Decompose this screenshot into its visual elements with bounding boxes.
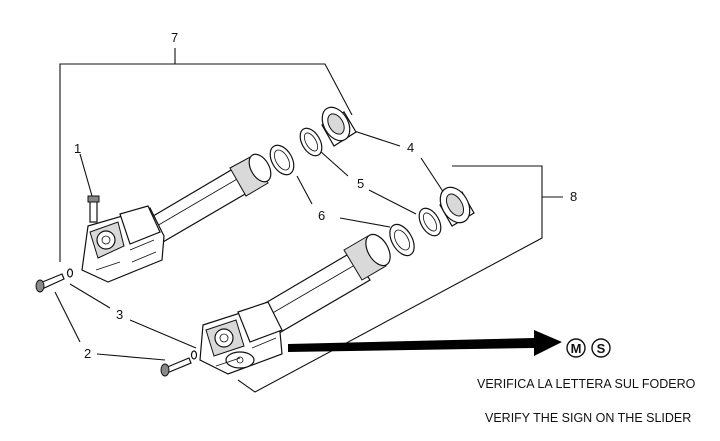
s-badge-label: S [597,341,606,356]
m-badge-label: M [571,341,582,356]
callout-8: 8 [570,189,577,204]
lower-seal-set [389,186,475,257]
slider-sign-badges: M S [566,338,611,358]
callout-2: 2 [84,346,91,361]
lower-fork-leg [199,233,391,375]
axle-bolts [35,268,198,377]
callout-numbers: 7 1 4 5 8 6 3 2 [74,30,577,361]
callout-7: 7 [171,30,178,45]
callout-1: 1 [74,141,81,156]
s-badge [591,338,611,358]
caption-italian: VERIFICA LA LETTERA SUL FODERO [477,377,696,391]
m-badge [566,338,586,358]
leader-lines [54,48,563,393]
callout-3: 3 [116,307,123,322]
callout-6: 6 [318,208,325,223]
upper-fork-leg [81,153,272,283]
upper-seal-set [269,106,357,176]
callout-4: 4 [407,140,414,155]
callout-5: 5 [357,176,364,191]
captions: VERIFICA LA LETTERA SUL FODERO VERIFY TH… [477,377,696,425]
caption-english: VERIFY THE SIGN ON THE SLIDER [485,411,691,425]
slider-arrow [288,330,562,356]
